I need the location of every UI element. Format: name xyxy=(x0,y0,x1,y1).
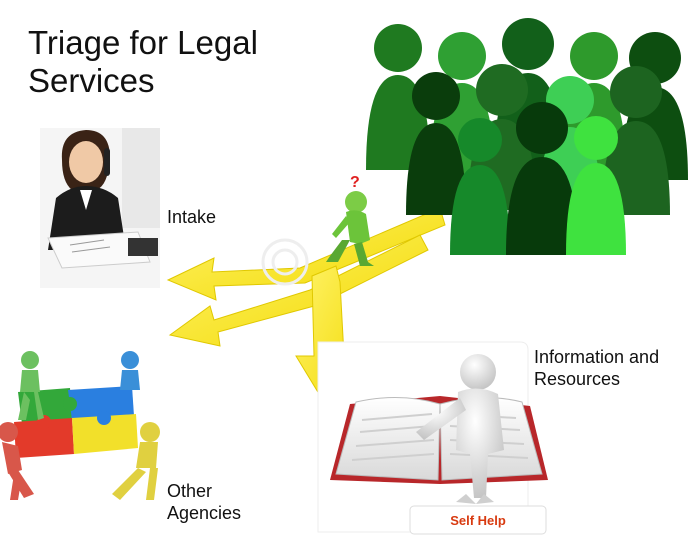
crowd-person xyxy=(506,102,578,255)
label-information-line-2: Resources xyxy=(534,369,621,389)
crowd-of-people xyxy=(366,18,688,255)
label-other-line-1: Other xyxy=(167,481,213,501)
crowd-person xyxy=(450,118,510,255)
label-intake: Intake xyxy=(167,207,217,227)
arrow-to-intake xyxy=(166,207,446,301)
self-help-label: Self Help xyxy=(450,513,506,528)
page-title-line-1: Triage for Legal xyxy=(28,24,258,61)
page-title-line-2: Services xyxy=(28,62,155,99)
puzzle-people-icon xyxy=(0,351,160,500)
label-information-line-1: Information and xyxy=(534,347,660,367)
question-mark: ? xyxy=(350,174,360,191)
self-help-book-icon: Self Help xyxy=(317,341,548,535)
label-information-resources: Information and Resources xyxy=(534,346,659,390)
walking-person-icon: ? xyxy=(326,174,374,266)
crowd-person xyxy=(566,116,626,255)
intake-photo xyxy=(40,128,160,288)
arrow-to-other-agencies xyxy=(168,234,429,347)
page-title: Triage for Legal Services xyxy=(28,24,258,100)
label-other-line-2: Agencies xyxy=(167,503,242,523)
label-other-agencies: Other Agencies xyxy=(167,480,241,524)
crowd-person xyxy=(406,72,466,215)
watermark-logo xyxy=(261,238,309,286)
